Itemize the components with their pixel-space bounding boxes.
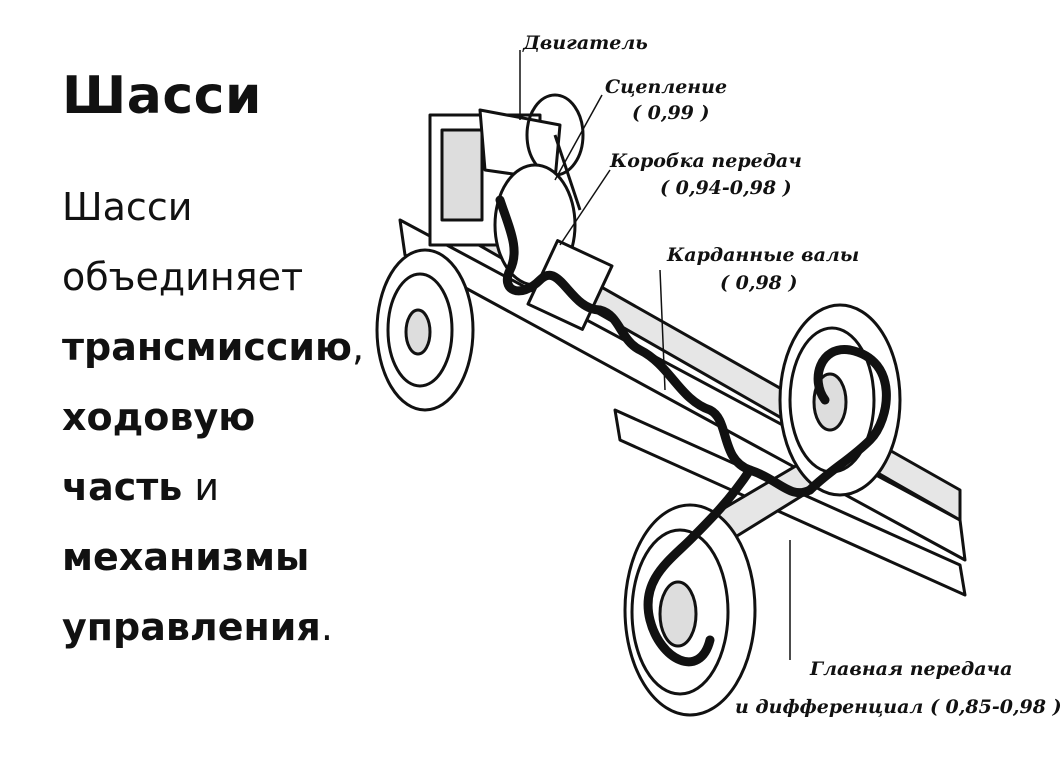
label-clutch: Сцепление (605, 76, 728, 98)
rear-right-wheel (778, 303, 902, 497)
body-text-part-3: и (182, 465, 220, 509)
label-differential: и дифференциал ( 0,85-0,98 ) (735, 696, 1062, 718)
label-drive-shafts: Карданные валы (667, 244, 860, 266)
body-text-part-4: . (320, 605, 333, 649)
front-left-wheel (375, 248, 475, 412)
body-text-part-2: , (351, 325, 365, 369)
engine-block (428, 108, 562, 247)
label-gearbox-efficiency: ( 0,94-0,98 ) (660, 177, 792, 199)
body-term-running-gear: ходовую часть (62, 395, 256, 509)
label-clutch-efficiency: ( 0,99 ) (632, 102, 710, 124)
leader-lines (519, 50, 791, 660)
power-flow-line (495, 195, 891, 667)
leader-shafts (659, 269, 666, 391)
body-term-transmission: трансмиссию (62, 325, 352, 369)
label-gearbox: Коробка передач (610, 150, 802, 172)
slide-body-text: Шасси объединяет трансмиссию, ходовую ча… (62, 172, 382, 662)
label-engine: Двигатель (523, 32, 648, 54)
leader-clutch (554, 94, 603, 181)
leader-gearbox (559, 169, 611, 246)
body-term-control-mechanisms: механизмы управления (62, 535, 321, 649)
chassis-diagram: Двигатель Сцепление ( 0,99 ) Коробка пер… (370, 20, 1062, 755)
label-final-drive: Главная передача (810, 658, 1013, 680)
label-drive-shafts-efficiency: ( 0,98 ) (720, 272, 798, 294)
slide-title: Шасси (62, 66, 262, 126)
slide: Шасси Шасси объединяет трансмиссию, ходо… (62, 20, 1062, 755)
body-text-part-1: Шасси объединяет (62, 185, 304, 299)
chassis-illustration (375, 50, 967, 717)
